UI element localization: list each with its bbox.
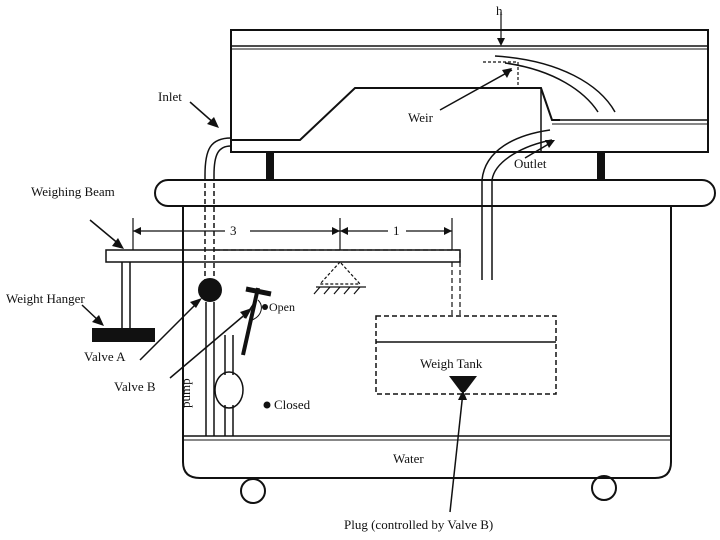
support-leg-right: [597, 152, 605, 180]
weigh-tank: [375, 315, 557, 395]
valve-b-label: Valve B: [114, 379, 156, 394]
support-leg-left: [266, 152, 274, 180]
weight-hanger-label: Weight Hanger: [6, 291, 85, 306]
valve-a-label: Valve A: [84, 349, 126, 364]
h-dimension: [497, 12, 505, 46]
closed-position-dot: [263, 401, 271, 409]
weighing-beam-label: Weighing Beam: [31, 184, 115, 199]
wheel-right: [591, 475, 617, 501]
outlet-pipe: [481, 129, 553, 280]
wheel-left: [240, 478, 266, 504]
open-position-dot: [262, 304, 268, 310]
plug-label: Plug (controlled by Valve B): [344, 517, 494, 532]
pump-label: pump: [178, 378, 193, 408]
fulcrum: [313, 261, 366, 295]
beam-arrow: [89, 219, 121, 246]
plug: [449, 376, 477, 392]
dimension-1-label: 1: [393, 223, 400, 238]
valve-a: [198, 278, 222, 302]
dimension-lines: [132, 218, 453, 250]
plug-arrow: [449, 391, 464, 513]
water-label: Water: [393, 451, 424, 466]
water-tank: [182, 206, 672, 479]
weighing-beam: [105, 249, 461, 315]
dimension-3-label: 3: [230, 223, 237, 238]
pump-assembly: [205, 302, 244, 436]
channel-box: [230, 29, 709, 153]
weir-arrow: [439, 69, 513, 111]
open-label: Open: [269, 300, 295, 314]
valve-b: [241, 286, 272, 356]
inlet-label: Inlet: [158, 89, 182, 104]
weir-label: Weir: [408, 110, 433, 125]
weight-hanger: [92, 262, 155, 342]
outlet-label: Outlet: [514, 156, 547, 171]
inlet-pipe: [204, 137, 232, 290]
valve-b-arrow: [169, 311, 249, 379]
weigh-tank-label: Weigh Tank: [420, 356, 483, 371]
weir-crest: [483, 55, 616, 113]
closed-label: Closed: [274, 397, 311, 412]
h-label: h: [496, 3, 503, 18]
beam-rail: [154, 179, 716, 207]
valve-a-arrow: [139, 301, 199, 361]
weir-block: [231, 87, 708, 152]
